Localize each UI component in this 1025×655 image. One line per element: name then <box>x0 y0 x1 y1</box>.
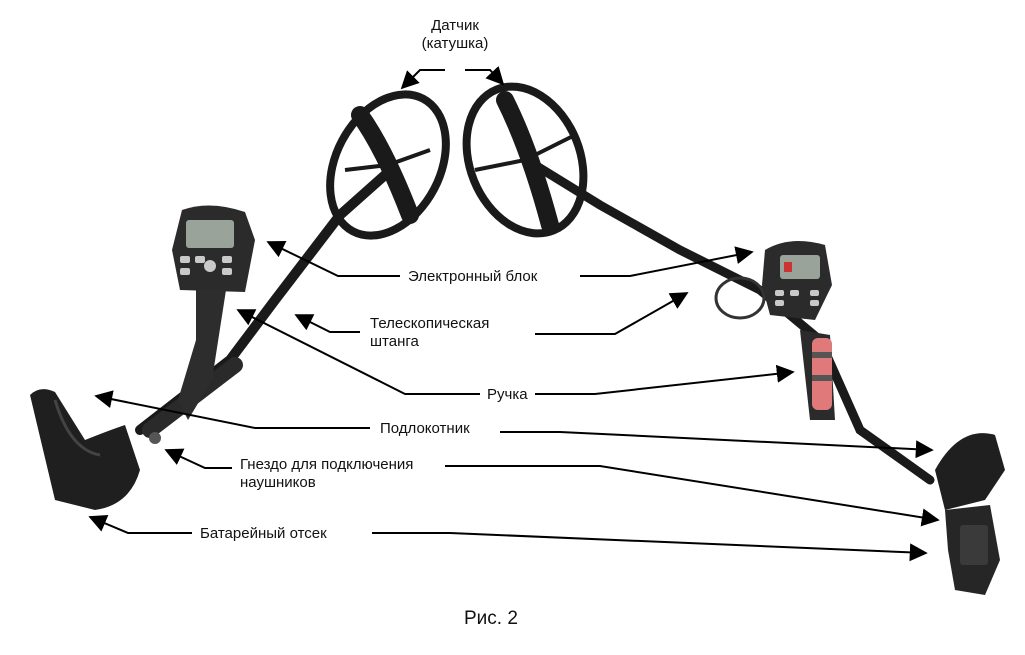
headphone-jack-label-line2: наушников <box>240 474 316 491</box>
left-control-unit <box>172 205 255 292</box>
electronic-unit-label: Электронный блок <box>408 268 538 285</box>
right-armrest <box>935 433 1005 595</box>
telescopic-rod-label: Телескопическая штанга <box>370 315 489 351</box>
telescopic-rod-label-line1: Телескопическая <box>370 315 490 332</box>
battery-compartment-label: Батарейный отсек <box>200 525 327 542</box>
figure-caption: Рис. 2 <box>464 608 518 629</box>
sensor-label: Датчик (катушка) <box>400 17 510 53</box>
headphone-jack-label: Гнездо для подключения наушников <box>240 456 413 492</box>
right-control-unit <box>762 241 832 320</box>
sensor-label-line1: Датчик <box>431 17 479 34</box>
telescopic-rod-label-line2: штанга <box>370 333 419 350</box>
left-coil <box>326 90 450 240</box>
sensor-label-line2: (катушка) <box>421 35 489 52</box>
handle-label: Ручка <box>487 386 528 403</box>
annotation-lines <box>88 66 940 562</box>
right-coil <box>462 82 588 238</box>
right-detector <box>462 82 1005 595</box>
left-detector <box>30 90 450 510</box>
left-armrest <box>30 389 140 510</box>
headphone-jack-label-line1: Гнездо для подключения <box>240 456 414 473</box>
armrest-label: Подлокотник <box>380 420 470 437</box>
left-headphone-jack <box>149 432 161 444</box>
